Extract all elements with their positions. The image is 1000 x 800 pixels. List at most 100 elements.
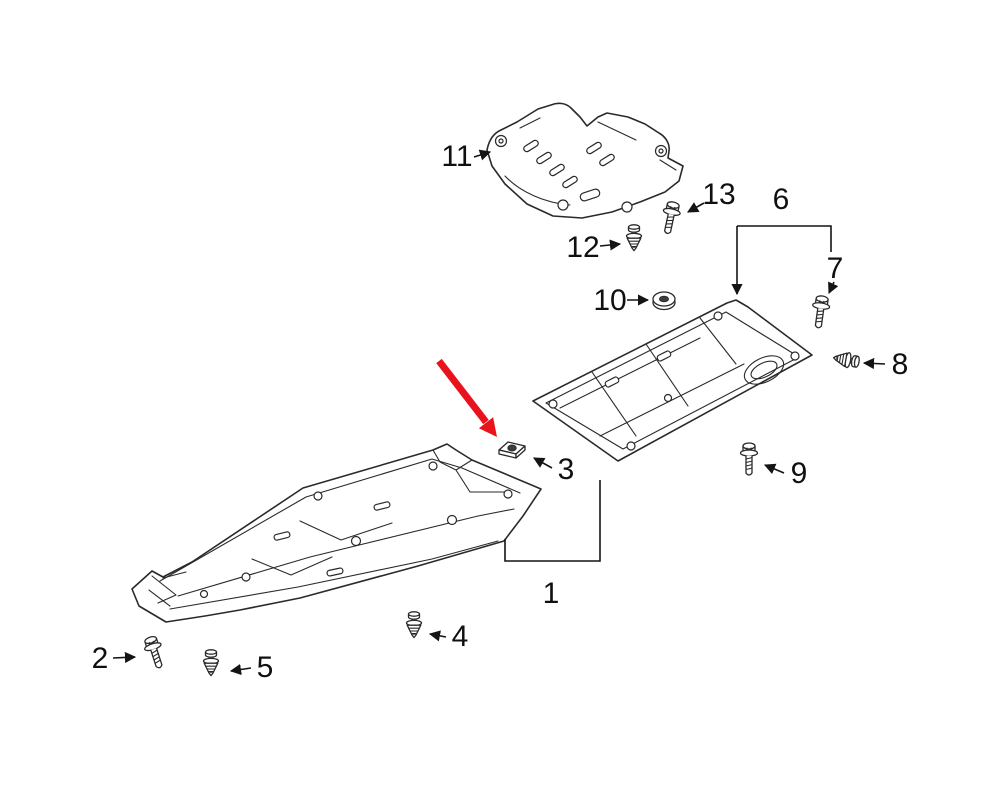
hole bbox=[548, 399, 558, 409]
panel-outline bbox=[532, 299, 813, 462]
panel-tip-detail bbox=[432, 449, 506, 493]
callout-8: 8 bbox=[862, 348, 909, 381]
hole bbox=[313, 491, 323, 501]
hole bbox=[658, 148, 664, 154]
slot bbox=[586, 141, 602, 155]
slot bbox=[562, 175, 578, 189]
panel-slots bbox=[273, 501, 391, 577]
callout-3: 3 bbox=[533, 453, 575, 486]
part-11-splash-shield bbox=[486, 102, 684, 219]
slot bbox=[373, 501, 391, 511]
hole bbox=[621, 201, 633, 213]
slot bbox=[599, 153, 615, 167]
slot bbox=[549, 163, 565, 177]
part-2-bolt-icon bbox=[141, 633, 169, 671]
shield-outline bbox=[486, 102, 684, 219]
callout-12-arrow bbox=[599, 239, 622, 251]
panel-left-end-detail bbox=[148, 571, 187, 607]
part-13-bolt-icon bbox=[658, 199, 683, 236]
hole bbox=[241, 572, 251, 582]
panel-outline bbox=[131, 443, 542, 623]
highlight-pointer bbox=[436, 358, 497, 437]
part-8-clip-icon bbox=[831, 349, 861, 371]
callout-6-label: 6 bbox=[773, 183, 790, 216]
part-10-grommet-icon bbox=[652, 291, 676, 311]
hole bbox=[350, 535, 362, 547]
callout-4-arrow bbox=[428, 630, 447, 642]
shield-bolt-holes bbox=[494, 134, 668, 213]
callout-2: 2 bbox=[92, 642, 137, 675]
panel-rib-lines bbox=[559, 317, 745, 437]
callout-11-label: 11 bbox=[441, 140, 472, 173]
hole bbox=[428, 461, 438, 471]
hole bbox=[557, 199, 569, 211]
callout-13-arrow bbox=[687, 202, 705, 213]
callout-9-label: 9 bbox=[791, 457, 808, 490]
callout-7: 7 bbox=[827, 252, 844, 295]
nut-hole bbox=[507, 444, 517, 452]
part-9-bolt-icon bbox=[739, 442, 759, 476]
callout-7-label: 7 bbox=[827, 252, 844, 285]
callout-4-label: 4 bbox=[452, 620, 469, 653]
panel-holes bbox=[199, 461, 513, 599]
hole bbox=[663, 393, 673, 403]
callout-4: 4 bbox=[428, 620, 469, 653]
panel-holes bbox=[548, 311, 800, 451]
callout-13: 13 bbox=[687, 178, 736, 213]
part-4-clip-icon bbox=[405, 611, 423, 639]
hole bbox=[713, 311, 723, 321]
callout-11: 11 bbox=[441, 140, 492, 173]
callout-12-label: 12 bbox=[566, 231, 599, 264]
callout-12: 12 bbox=[566, 231, 622, 264]
callout-9: 9 bbox=[763, 457, 808, 490]
shield-detail-line bbox=[504, 117, 677, 206]
callout-13-label: 13 bbox=[702, 178, 735, 211]
callout-2-label: 2 bbox=[92, 642, 109, 675]
part-12-clip-icon bbox=[625, 224, 643, 252]
callout-6-bracket bbox=[737, 225, 832, 252]
red-arrow-shaft bbox=[436, 358, 489, 425]
callout-6: 6 bbox=[731, 183, 832, 296]
slot bbox=[579, 188, 601, 202]
panel-cutout bbox=[743, 355, 785, 385]
callout-1: 1 bbox=[504, 480, 601, 610]
part-3-clip-nut bbox=[498, 441, 526, 459]
slot bbox=[326, 567, 344, 577]
callout-10-label: 10 bbox=[593, 284, 626, 317]
panel-inner-bottom bbox=[169, 540, 499, 610]
panel-cutout-inner bbox=[750, 360, 778, 380]
hole bbox=[498, 138, 504, 144]
callout-1-label: 1 bbox=[543, 577, 560, 610]
panel-inner-top bbox=[159, 458, 521, 582]
slot bbox=[536, 151, 552, 165]
part-7-bolt-icon bbox=[809, 294, 832, 330]
callout-7-arrow bbox=[828, 281, 839, 295]
callout-11-arrow bbox=[473, 149, 492, 161]
callout-3-arrow bbox=[533, 457, 553, 469]
slot bbox=[523, 139, 539, 153]
callout-10: 10 bbox=[593, 284, 650, 317]
hole bbox=[199, 589, 209, 599]
nut-side-face bbox=[515, 445, 526, 459]
callout-9-arrow bbox=[763, 463, 785, 475]
slot bbox=[656, 350, 672, 362]
part-5-clip-icon bbox=[202, 649, 220, 677]
hole bbox=[790, 351, 800, 361]
hole bbox=[503, 489, 513, 499]
callout-5: 5 bbox=[229, 651, 274, 684]
part-1-underbody-panel bbox=[131, 443, 542, 623]
callout-2-arrow bbox=[112, 651, 137, 664]
callout-3-label: 3 bbox=[558, 453, 575, 486]
part-6-underbody-panel bbox=[532, 299, 813, 462]
callout-5-arrow bbox=[229, 663, 252, 676]
callout-8-arrow bbox=[862, 357, 886, 370]
callout-1-bracket bbox=[504, 480, 601, 562]
panel-slots bbox=[604, 350, 672, 388]
callout-5-label: 5 bbox=[257, 651, 274, 684]
panel-chevron-detail bbox=[251, 520, 393, 576]
callout-8-label: 8 bbox=[892, 348, 909, 381]
hole bbox=[626, 441, 636, 451]
hole bbox=[446, 514, 458, 526]
